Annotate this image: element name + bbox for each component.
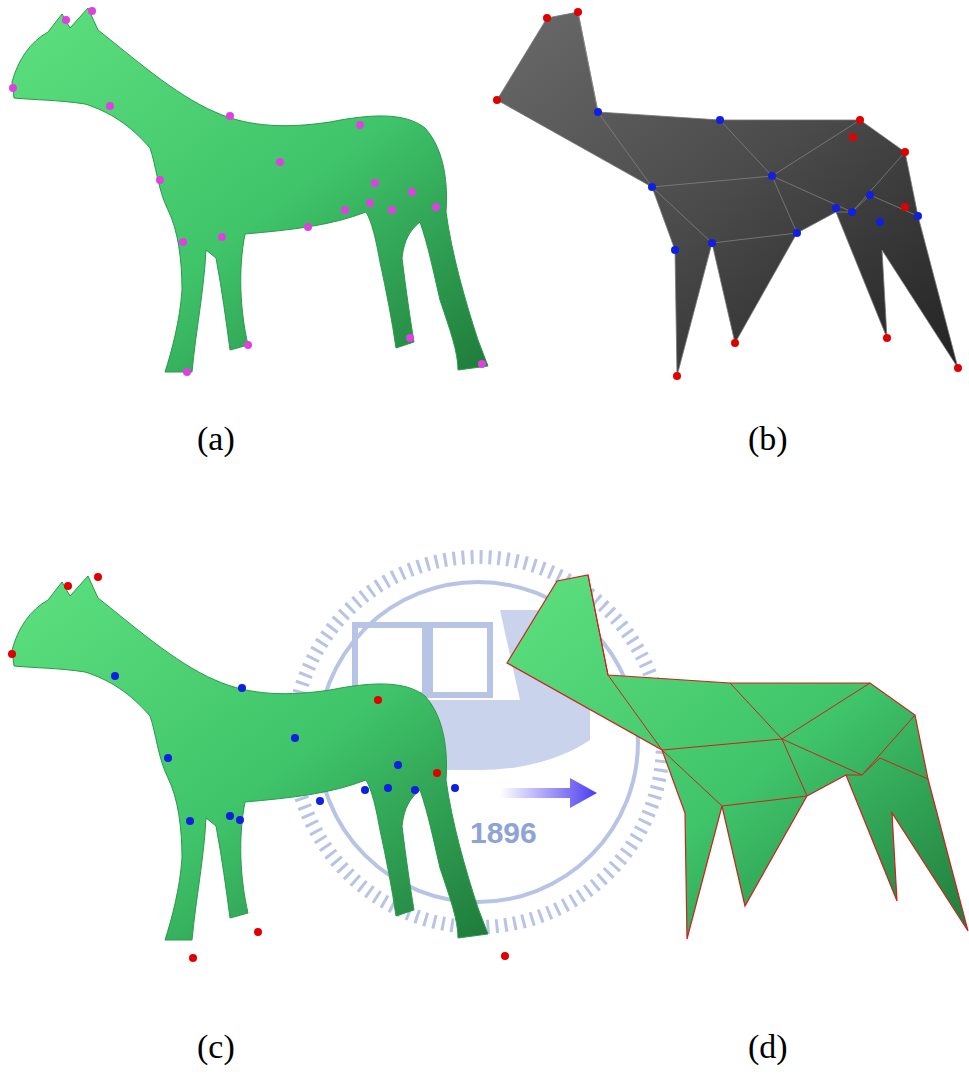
reconstructed-mesh xyxy=(507,575,968,939)
panel-label: (c) xyxy=(197,1030,235,1064)
watermark-text: 1896 xyxy=(470,818,537,848)
panel-label: (d) xyxy=(748,1030,788,1064)
panel-label: (b) xyxy=(748,422,788,456)
simplified-mesh xyxy=(493,8,962,380)
feature-points xyxy=(9,7,486,376)
panel-label: (a) xyxy=(197,422,235,456)
arrow xyxy=(500,778,597,808)
